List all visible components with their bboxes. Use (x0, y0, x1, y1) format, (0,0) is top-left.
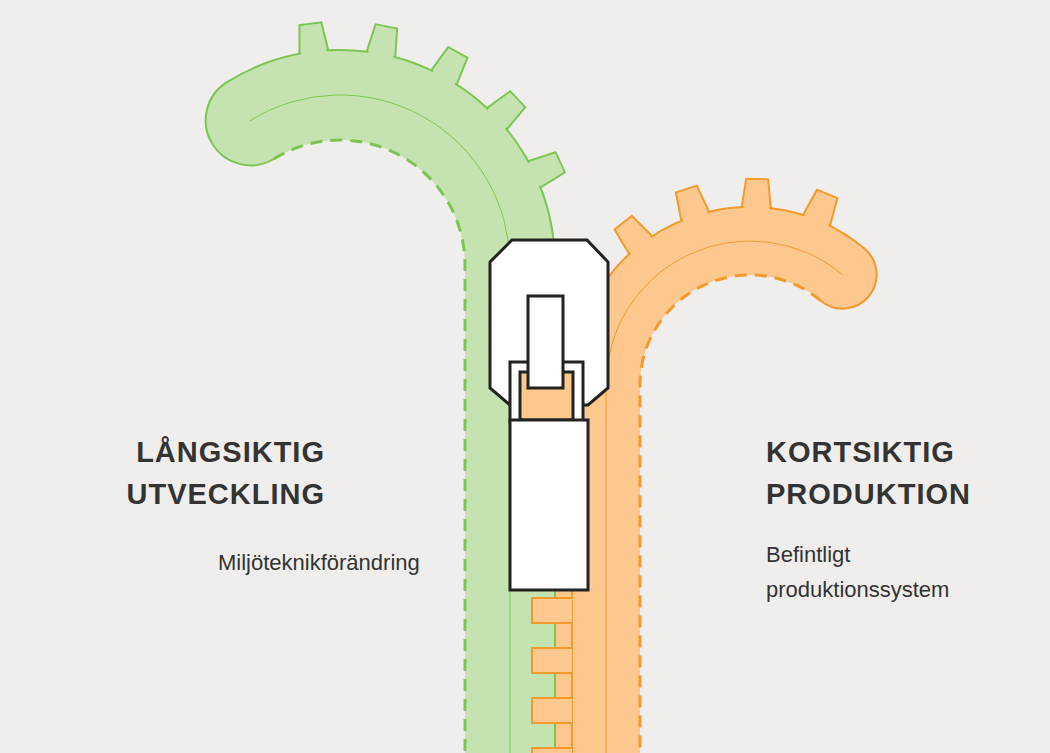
body-label: Miljöteknikförändring (218, 545, 478, 580)
zipper-tooth (366, 25, 399, 65)
zipper-tooth (613, 215, 656, 259)
green-tape-edge (206, 50, 555, 753)
pull-tab (510, 420, 588, 590)
zipper-tooth (674, 186, 710, 228)
orange-teeth-fill (613, 180, 839, 260)
zipper-tooth (429, 47, 470, 91)
zipper-tooth (522, 150, 565, 189)
green-tape-centerline (250, 95, 510, 753)
zipper-tooth (532, 698, 572, 723)
green-tape (206, 50, 555, 753)
green-teeth-fill (297, 23, 565, 190)
zipper-slider (490, 240, 608, 405)
zipper-tooth-edge (571, 590, 573, 748)
zipper-tooth (742, 180, 770, 216)
zipper-tooth (532, 648, 572, 673)
zipper-tooth (532, 748, 572, 753)
zipper-tooth (801, 190, 839, 233)
slider-bar (528, 296, 563, 388)
interlocked-teeth (532, 590, 572, 753)
orange-tape-dashed-edge (640, 275, 821, 753)
zipper-tooth (297, 23, 328, 61)
heading-label: KORTSIKTIG PRODUKTION (766, 431, 1006, 515)
zipper-tooth (532, 598, 572, 623)
body-label: Befintligt produktionssystem (766, 537, 1028, 607)
zipper-tooth (482, 90, 526, 134)
heading-label: LÅNGSIKTIG UTVECKLING (95, 431, 325, 515)
